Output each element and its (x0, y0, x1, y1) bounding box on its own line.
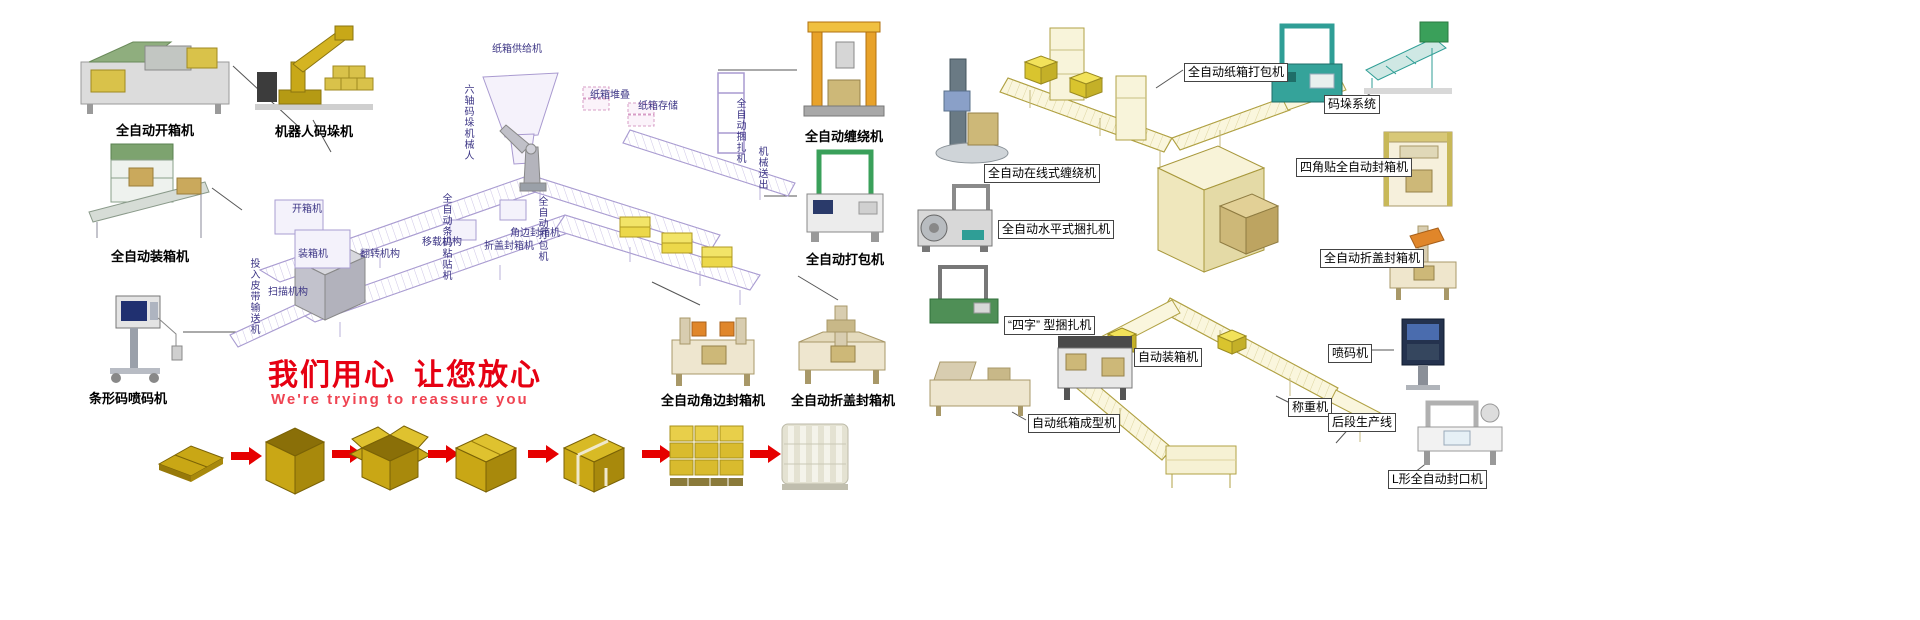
back-end-line-label: 后段生产线 (1328, 413, 1397, 432)
slogan-cn-part2: 让您放心 (414, 359, 542, 392)
barcode-inkjet-printer-label: 条形码喷码机 (88, 391, 167, 406)
process-step-flaps-open-icon (348, 418, 432, 498)
arrow-icon (332, 444, 364, 464)
process-step-strapped-carton-icon (552, 420, 636, 496)
auto-case-packer2-label: 自动装箱机 (1134, 348, 1203, 367)
auto-carton-opener-label: 全自动开箱机 (115, 123, 194, 138)
auto-case-packer-photo (85, 138, 213, 244)
process-step-wrapped-pallet-icon (774, 418, 856, 496)
diagram-label-barcode-applicator: 全自动条码粘贴机 (440, 193, 451, 281)
auto-case-packer2-photo (1050, 328, 1140, 406)
diagram-label-mech-output: 机械送出 (756, 146, 767, 190)
auto-case-packer-label: 全自动装箱机 (110, 249, 189, 264)
diagram-label-turnover: 翻转机构 (360, 249, 400, 260)
square-strapper-label: “四字” 型捆扎机 (1004, 316, 1096, 335)
diagram-label-case-packer: 装箱机 (298, 249, 328, 260)
inline-wrapper-photo (928, 55, 1012, 167)
auto-strapping-machine-photo (799, 146, 891, 246)
robot-palletizer-label: 机器人码垛机 (274, 124, 353, 139)
small-machine-frames (274, 199, 527, 269)
strapper-frame (717, 72, 745, 154)
barcode-inkjet-printer-photo (88, 282, 188, 386)
arrow-icon (428, 444, 460, 464)
auto-wrapping-machine-label: 全自动缠绕机 (804, 129, 883, 144)
diagram-label-six-axis-robot: 六轴码垛机械人 (462, 84, 473, 161)
four-corner-sealer-label: 四角贴全自动封箱机 (1296, 158, 1413, 177)
horizontal-strapper-label: 全自动水平式捆扎机 (998, 220, 1115, 239)
diagram-label-carton-stacking: 纸箱堆叠 (590, 90, 630, 101)
diagram-label-carton-opener: 开箱机 (292, 204, 322, 215)
inkjet-coder-label: 喷码机 (1328, 344, 1373, 363)
l-sealer-photo (1414, 393, 1506, 471)
diagram-label-infeed-belt: 投入皮带输送机 (248, 258, 259, 335)
carton-strapper-label: 全自动纸箱打包机 (1184, 63, 1289, 82)
flap-sealer-right-photo (1386, 220, 1460, 302)
carton-stacks-pink (582, 86, 655, 127)
l-end-conveyor (1165, 445, 1237, 488)
palletizing-system-photo (1362, 18, 1456, 100)
arrow-icon (750, 444, 782, 464)
flap-sealer-right-label: 全自动折盖封箱机 (1320, 249, 1425, 268)
inline-wrapper-label: 全自动在线式缠绕机 (984, 164, 1101, 183)
corner-edge-sealer-photo (666, 306, 760, 388)
horizontal-strapper-photo (914, 180, 996, 254)
central-production-line-diagram (229, 72, 796, 348)
diagram-label-carton-storage: 纸箱存储 (638, 101, 678, 112)
auto-carton-opener-photo (75, 22, 235, 118)
process-step-closed-carton-icon (446, 420, 526, 496)
arrow-icon (231, 446, 263, 466)
diagram-label-flap-sealer: 折盖封箱机 (484, 241, 534, 252)
process-step-open-carton-icon (258, 416, 332, 498)
carton-former-label: 自动纸箱成型机 (1028, 414, 1121, 433)
flap-fold-sealer-photo (793, 298, 891, 388)
flap-fold-sealer-label: 全自动折盖封箱机 (790, 393, 895, 408)
slogan-cn-part1: 我们用心 (268, 359, 396, 392)
carton-stacks-yellow (619, 216, 733, 268)
large-carton (1218, 193, 1280, 255)
diagram-label-carton-feeder: 纸箱供给机 (492, 44, 542, 55)
palletizing-system-label: 码垛系统 (1324, 95, 1381, 114)
diagram-label-strapper: 全自动打包机 (536, 196, 547, 262)
arrow-icon (642, 444, 674, 464)
diagram-label-corner-sealer: 角边封箱机 (510, 228, 560, 239)
diagram-label-transfer: 移载机构 (422, 237, 462, 248)
process-step-palletized-icon (666, 416, 746, 496)
diagram-label-bundler: 全自动捆扎机 (734, 98, 745, 164)
square-strapper-photo (924, 263, 1004, 329)
corner-edge-sealer-label: 全自动角边封箱机 (660, 393, 765, 408)
conveyor-bands (229, 129, 796, 348)
l-sealer-label: L形全自动封口机 (1388, 470, 1487, 489)
carton-former-photo (926, 356, 1034, 418)
diagram-label-scanner: 扫描机构 (268, 287, 308, 298)
weigher-label: 称重机 (1288, 398, 1333, 417)
slogan-chinese: 我们用心让您放心 (268, 350, 542, 394)
robot-palletizer-photo (253, 16, 375, 118)
arrow-icon (528, 444, 560, 464)
palletizing-robot (499, 124, 547, 192)
slogan-english: We're trying to reassure you (271, 391, 529, 408)
auto-strapping-machine-label: 全自动打包机 (805, 252, 884, 267)
inkjet-coder-photo (1396, 315, 1450, 393)
process-step-flat-carton-icon (153, 424, 227, 496)
auto-wrapping-machine-photo (798, 16, 890, 122)
